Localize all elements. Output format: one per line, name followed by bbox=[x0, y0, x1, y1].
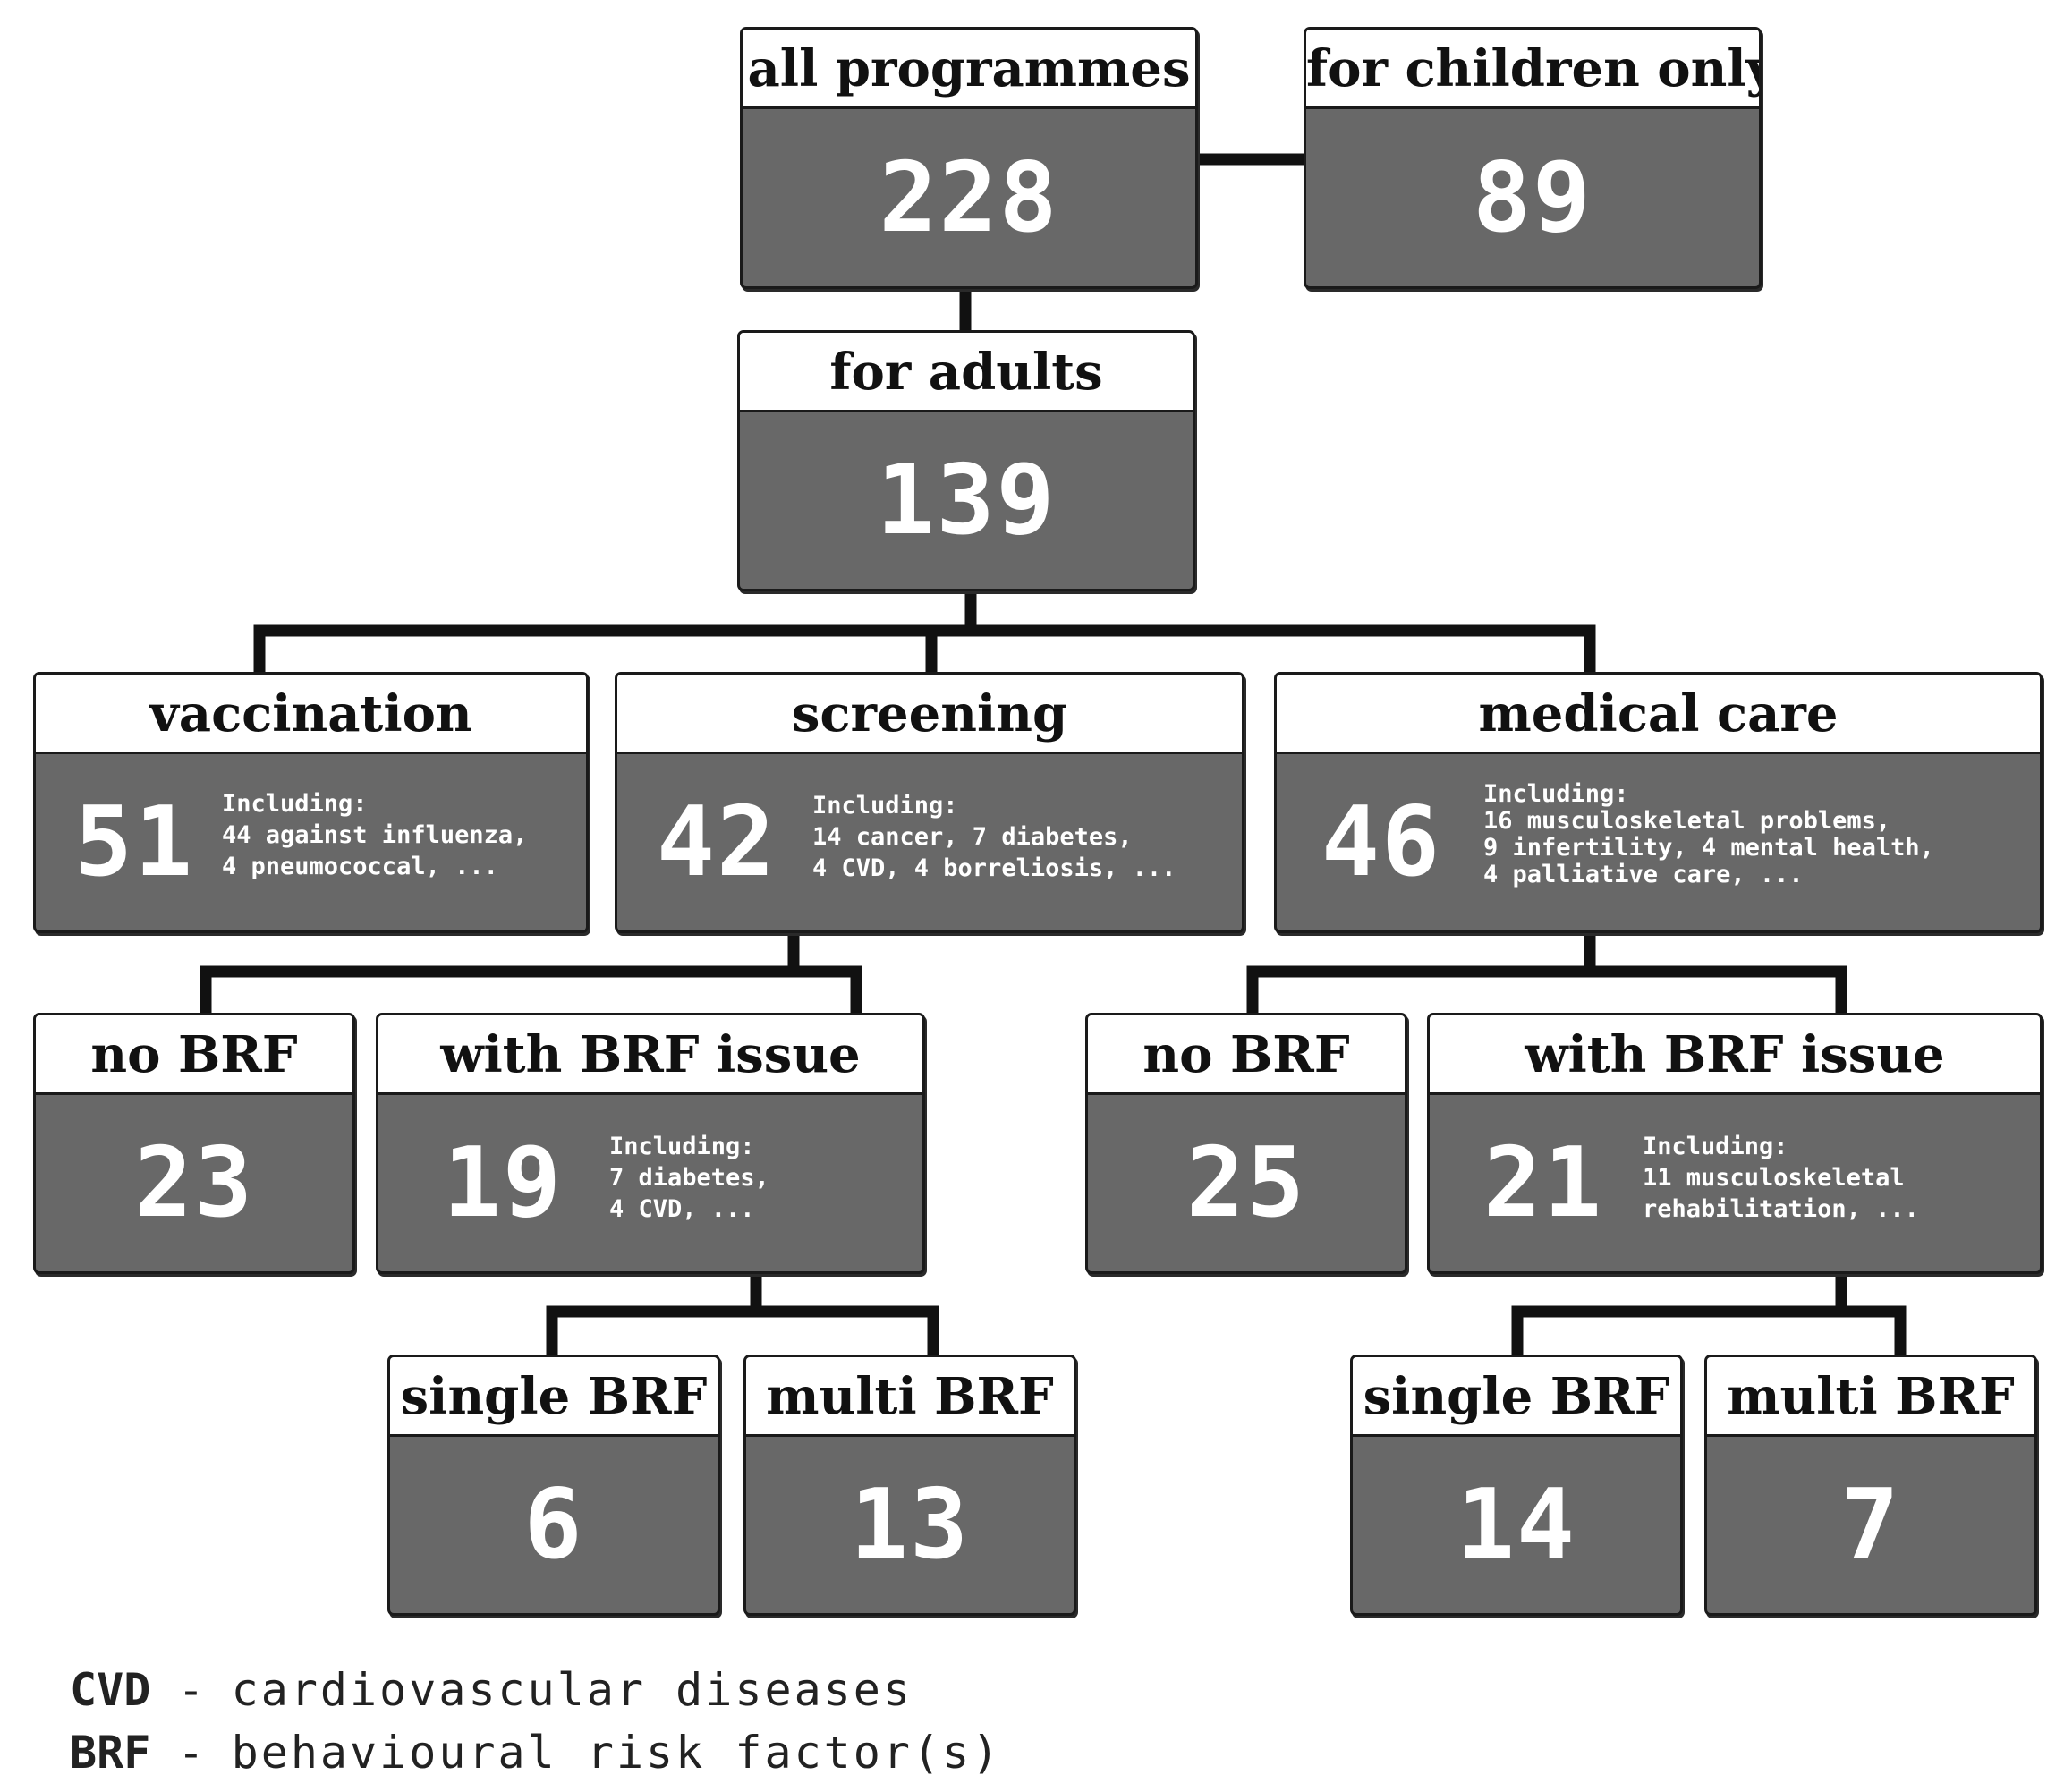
detail-line: 16 musculoskeletal problems, bbox=[1483, 807, 1891, 835]
node-medical-with-brf: with BRF issue 21 Including: 11 musculosk… bbox=[1427, 1013, 2043, 1274]
detail-line: Including: bbox=[609, 1133, 755, 1160]
node-label: no BRF bbox=[1088, 1015, 1405, 1095]
node-count: 23 bbox=[133, 1127, 255, 1239]
detail-line: 14 cancer, 7 diabetes, bbox=[812, 823, 1133, 851]
node-count: 21 bbox=[1483, 1127, 1604, 1239]
node-medical-no-brf: no BRF 25 bbox=[1085, 1013, 1407, 1274]
node-count: 42 bbox=[657, 786, 777, 898]
node-count: 228 bbox=[879, 141, 1059, 254]
detail-line: Including: bbox=[1483, 780, 1629, 808]
detail-line: 4 palliative care, ... bbox=[1483, 861, 1804, 888]
detail-line: 7 diabetes, bbox=[609, 1164, 769, 1192]
node-label: vaccination bbox=[36, 675, 586, 754]
node-details: Including: 44 against influenza, 4 pneumoc… bbox=[222, 788, 527, 882]
legend-description: cardiovascular diseases bbox=[231, 1664, 913, 1716]
node-label: with BRF issue bbox=[378, 1015, 922, 1095]
node-count: 6 bbox=[523, 1469, 584, 1581]
node-label: single BRF bbox=[390, 1357, 718, 1437]
node-count: 46 bbox=[1321, 786, 1442, 898]
legend-brf: BRF - behavioural risk factor(s) bbox=[70, 1727, 1001, 1779]
node-count: 13 bbox=[849, 1469, 971, 1581]
node-details: Including:16 musculoskeletal problems,9 … bbox=[1483, 781, 1934, 888]
node-label: multi BRF bbox=[1707, 1357, 2034, 1437]
node-children-only: for children only 89 bbox=[1304, 27, 1762, 289]
node-screening-multi-brf: multi BRF 13 bbox=[743, 1355, 1076, 1616]
node-label: for adults bbox=[740, 333, 1193, 412]
node-label: single BRF bbox=[1353, 1357, 1680, 1437]
node-all-programmes: all programmes 228 bbox=[740, 27, 1198, 289]
node-screening-no-brf: no BRF 23 bbox=[33, 1013, 355, 1274]
detail-line: 11 musculoskeletal bbox=[1643, 1164, 1905, 1192]
node-count: 14 bbox=[1456, 1469, 1577, 1581]
node-count: 139 bbox=[876, 445, 1057, 556]
node-count: 7 bbox=[1840, 1469, 1901, 1581]
node-medical-multi-brf: multi BRF 7 bbox=[1704, 1355, 2037, 1616]
legend-abbr: CVD bbox=[70, 1664, 151, 1716]
legend-abbr: BRF bbox=[70, 1727, 151, 1779]
node-label: for children only bbox=[1306, 30, 1759, 109]
node-label: no BRF bbox=[36, 1015, 352, 1095]
node-screening: screening 42 Including: 14 cancer, 7 diab… bbox=[615, 672, 1244, 933]
node-label: multi BRF bbox=[746, 1357, 1074, 1437]
detail-line: Including: bbox=[812, 792, 958, 820]
node-label: with BRF issue bbox=[1430, 1015, 2040, 1095]
node-details: Including: 14 cancer, 7 diabetes, 4 CVD, 4… bbox=[812, 790, 1176, 884]
node-count: 19 bbox=[443, 1127, 564, 1239]
legend-description: behavioural risk factor(s) bbox=[231, 1727, 1002, 1779]
node-label: all programmes bbox=[743, 30, 1195, 109]
detail-line: 4 CVD, ... bbox=[609, 1195, 755, 1223]
detail-line: rehabilitation, ... bbox=[1643, 1195, 1919, 1223]
node-details: Including: 7 diabetes, 4 CVD, ... bbox=[609, 1131, 769, 1225]
detail-line: 4 pneumococcal, ... bbox=[222, 853, 498, 880]
detail-line: Including: bbox=[222, 790, 368, 818]
node-vaccination: vaccination 51 Including: 44 against infl… bbox=[33, 672, 589, 933]
detail-line: 4 CVD, 4 borreliosis, ... bbox=[812, 854, 1176, 882]
node-count: 51 bbox=[74, 786, 195, 898]
node-details: Including: 11 musculoskeletal rehabilitati… bbox=[1643, 1131, 1919, 1225]
node-medical-care: medical care 46 Including:16 musculoskel… bbox=[1274, 672, 2043, 933]
node-count: 89 bbox=[1472, 141, 1593, 254]
node-screening-with-brf: with BRF issue 19 Including: 7 diabetes, 4… bbox=[376, 1013, 925, 1274]
legend-separator: - bbox=[150, 1727, 232, 1779]
detail-line: 44 against influenza, bbox=[222, 821, 528, 849]
legend-separator: - bbox=[150, 1664, 232, 1716]
node-for-adults: for adults 139 bbox=[737, 330, 1195, 591]
node-label: screening bbox=[617, 675, 1242, 754]
detail-line: Including: bbox=[1643, 1133, 1788, 1160]
legend-cvd: CVD - cardiovascular diseases bbox=[70, 1664, 913, 1716]
node-medical-single-brf: single BRF 14 bbox=[1350, 1355, 1683, 1616]
detail-line: 9 infertility, 4 mental health, bbox=[1483, 834, 1934, 862]
node-label: medical care bbox=[1277, 675, 2040, 754]
node-screening-single-brf: single BRF 6 bbox=[387, 1355, 720, 1616]
node-count: 25 bbox=[1185, 1127, 1307, 1239]
